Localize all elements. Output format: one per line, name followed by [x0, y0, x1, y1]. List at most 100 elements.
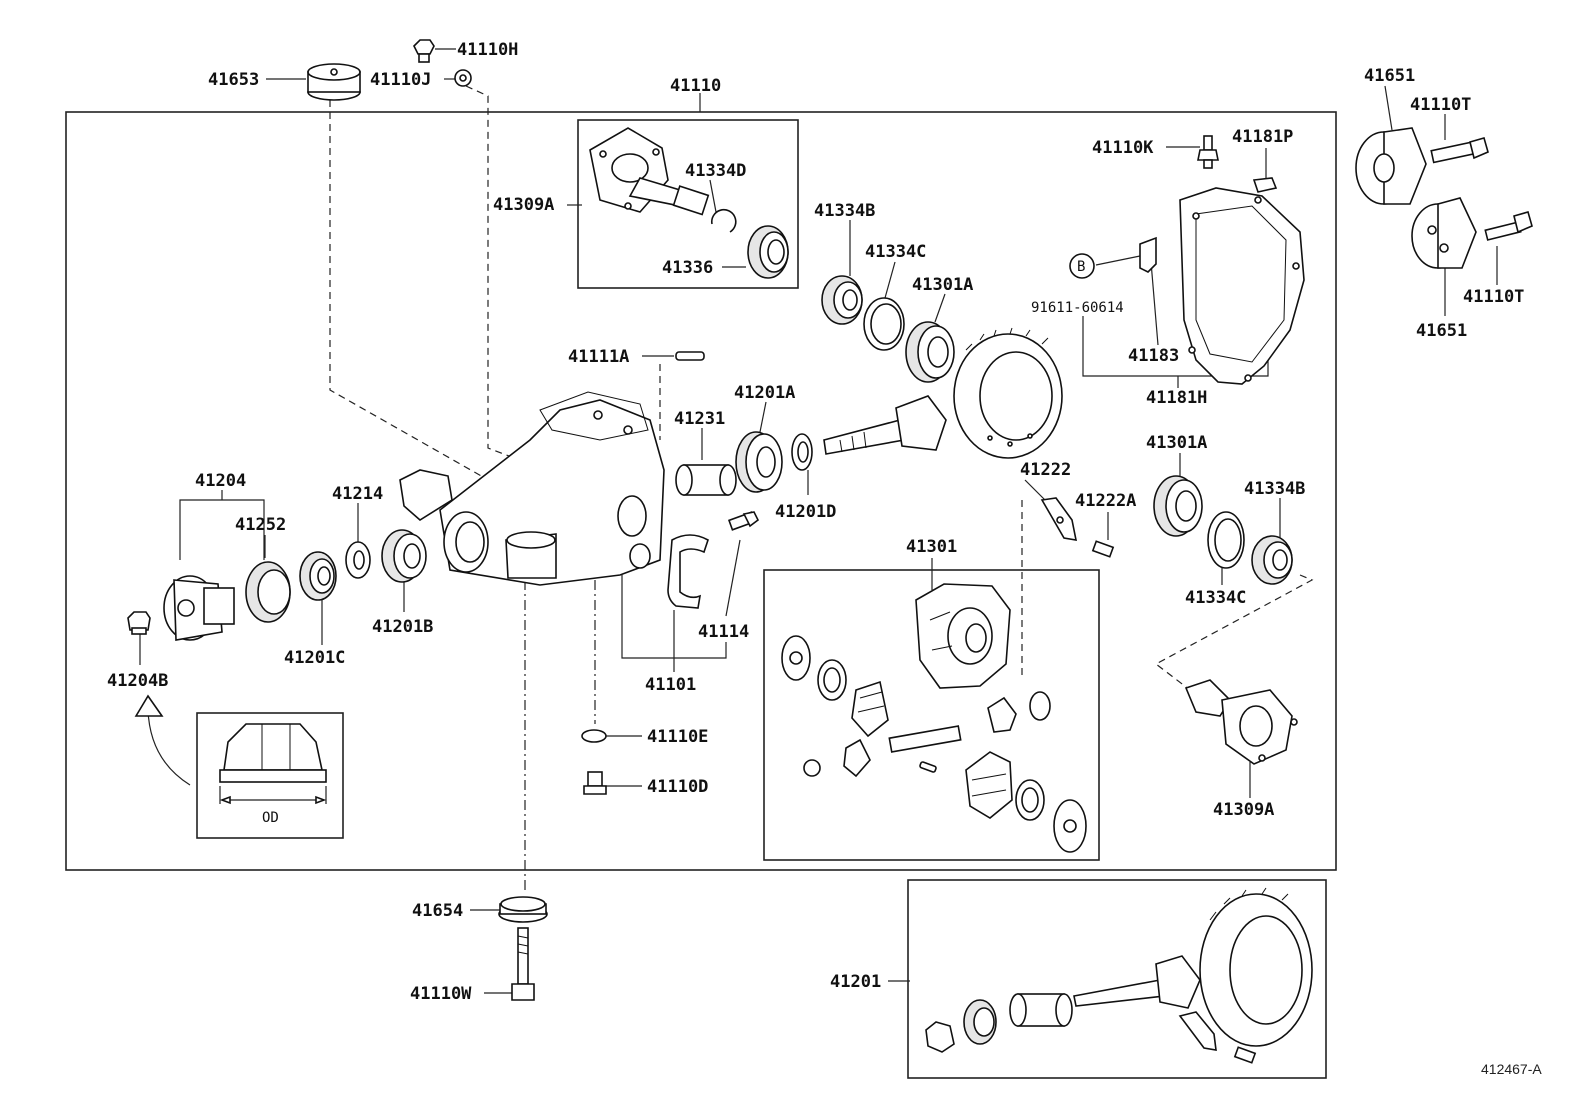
- kit-pinion-icon: [1073, 955, 1201, 1009]
- label-41651-bottom: 41651: [1416, 321, 1467, 341]
- label-41334c-top: 41334C: [865, 242, 926, 262]
- label-41204: 41204: [195, 471, 246, 491]
- bearing-41201a-icon: [735, 431, 783, 493]
- label-41309a-top: 41309A: [493, 195, 554, 215]
- leader-41651-top: [1384, 85, 1393, 131]
- bearing-41201b-icon: [381, 529, 427, 583]
- label-41201a: 41201A: [734, 383, 795, 403]
- kit-spacer-icon: [1009, 993, 1073, 1027]
- mount-41651-bottom-icon: [1411, 197, 1477, 269]
- leader-41201a: [759, 401, 767, 433]
- label-41654: 41654: [412, 901, 463, 921]
- label-41334d: 41334D: [685, 161, 746, 181]
- bolt-41181p-icon: [1252, 177, 1278, 193]
- leader-41114: [725, 539, 741, 617]
- bolt-41110h-icon: [413, 39, 435, 63]
- label-41231: 41231: [674, 409, 725, 429]
- label-41334b-top: 41334B: [814, 201, 875, 221]
- gasket-41110e-icon: [581, 729, 607, 743]
- label-41110t-top: 41110T: [1410, 95, 1471, 115]
- label-41201: 41201: [830, 972, 881, 992]
- dust-deflector-41252-icon: [245, 561, 291, 623]
- callout-b-icon: [1069, 253, 1095, 279]
- differential-carrier-housing-icon: [399, 391, 665, 586]
- label-41181h: 41181H: [1146, 388, 1207, 408]
- pinion-gear-right-icon: [987, 691, 1051, 733]
- leader-41301a-top: [934, 293, 946, 323]
- label-41201d: 41201D: [775, 502, 836, 522]
- bearing-41301a-top-icon: [905, 321, 955, 383]
- bearing-41301a-right-icon: [1153, 475, 1203, 537]
- pinion-flange-subframe: [577, 119, 799, 289]
- washer-left-icon: [781, 635, 811, 681]
- cushion-41654-icon: [498, 896, 548, 923]
- differential-case-41301-icon: [915, 583, 1011, 689]
- drain-plug-41110d-icon: [583, 771, 607, 795]
- label-41336: 41336: [662, 258, 713, 278]
- label-41252: 41252: [235, 515, 286, 535]
- label-41110: 41110: [670, 76, 721, 96]
- washer-41201d-icon: [791, 433, 813, 471]
- label-41110h: 41110H: [457, 40, 518, 60]
- label-41204b: 41204B: [107, 671, 168, 691]
- label-41110e: 41110E: [647, 727, 708, 747]
- dashed-41653: [329, 100, 521, 499]
- kit-nut-icon: [925, 1021, 955, 1053]
- pinion-flange-41309a-right-icon: [1184, 679, 1298, 765]
- thrust-washer-icon: [817, 659, 847, 701]
- ring-gear-icon: [953, 327, 1063, 459]
- label-41111a: 41111A: [568, 347, 629, 367]
- bolt-41110t-top-icon: [1430, 137, 1489, 164]
- companion-flange-41204-icon: [163, 575, 235, 641]
- label-41301: 41301: [906, 537, 957, 557]
- ring-pinion-kit-frame: [907, 879, 1327, 1079]
- snap-ring-41334d-icon: [710, 208, 737, 233]
- bolt-41114-icon: [727, 511, 760, 531]
- label-41334c-right: 41334C: [1185, 588, 1246, 608]
- oil-seal-41201c-icon: [299, 551, 337, 601]
- kit-ring-gear-icon: [1199, 887, 1313, 1047]
- label-41110k: 41110K: [1092, 138, 1154, 158]
- leader-callout-b: [1095, 255, 1141, 266]
- dashed-41110j: [465, 85, 547, 471]
- reference-number: 412467-A: [1481, 1061, 1542, 1077]
- label-callout-b: B: [1077, 259, 1085, 275]
- bolt-41110t-bottom-icon: [1484, 211, 1533, 241]
- label-41181p: 41181P: [1232, 127, 1293, 147]
- bolt-41222a-icon: [1091, 540, 1115, 558]
- shim-right-icon: [1053, 799, 1087, 853]
- pin-41111a-icon: [675, 351, 705, 361]
- label-91611-60614: 91611-60614: [1031, 300, 1124, 316]
- label-41222: 41222: [1020, 460, 1071, 480]
- label-41653: 41653: [208, 70, 259, 90]
- label-41110j: 41110J: [370, 70, 431, 90]
- bearing-cap-41101-icon: [667, 534, 709, 609]
- label-41309a-right: 41309A: [1213, 800, 1274, 820]
- label-41651-top: 41651: [1364, 66, 1415, 86]
- cap-41653-icon: [307, 63, 361, 101]
- label-41110w: 41110W: [410, 984, 472, 1004]
- washer-41110j-icon: [454, 69, 472, 87]
- label-41214: 41214: [332, 484, 383, 504]
- leader-41222: [1024, 479, 1046, 501]
- kit-seal-icon: [963, 999, 997, 1045]
- pinion-flange-41309a-top-icon: [589, 127, 710, 216]
- spacer-41231-icon: [675, 464, 737, 496]
- label-41301a-top: 41301A: [912, 275, 973, 295]
- label-41201c: 41201C: [284, 648, 345, 668]
- nut-41204b-icon: [127, 611, 151, 635]
- side-gear-icon: [851, 680, 889, 738]
- nut-od-detail-icon: [219, 723, 327, 805]
- washer-right-icon: [1015, 779, 1045, 821]
- kit-plate-icon: [1178, 1011, 1257, 1064]
- oil-seal-41334b-top-icon: [821, 275, 863, 325]
- label-41114: 41114: [698, 622, 749, 642]
- label-41110t-bottom: 41110T: [1463, 287, 1524, 307]
- leader-41334d: [709, 179, 717, 213]
- dashed-41309a-right: [1154, 574, 1314, 691]
- plate-41222-icon: [1040, 497, 1078, 541]
- oil-seal-41336-icon: [747, 225, 789, 279]
- pinion-shaft-icon: [888, 725, 962, 753]
- lock-pin-icon: [919, 761, 937, 773]
